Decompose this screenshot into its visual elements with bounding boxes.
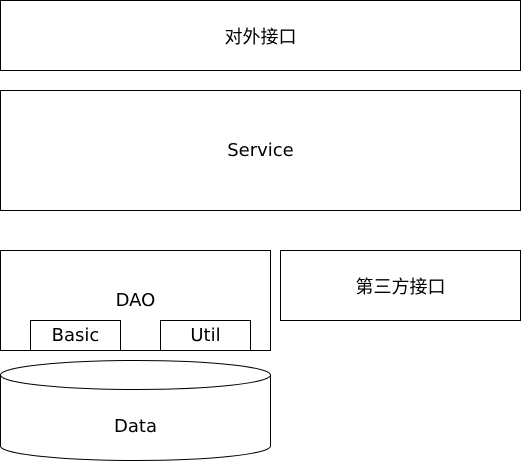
third-party-interface-label: 第三方接口 bbox=[355, 276, 446, 298]
cylinder-top bbox=[0, 360, 271, 390]
dao-module-basic: Basic bbox=[30, 320, 121, 351]
dao-module-util-label: Util bbox=[190, 325, 221, 346]
external-interface-layer: 对外接口 bbox=[0, 0, 521, 71]
third-party-interface-layer: 第三方接口 bbox=[280, 250, 521, 321]
service-layer: Service bbox=[0, 90, 521, 211]
dao-label: DAO bbox=[115, 290, 156, 311]
external-interface-label: 对外接口 bbox=[224, 26, 297, 48]
data-store-label: Data bbox=[114, 416, 157, 437]
dao-module-basic-label: Basic bbox=[51, 325, 100, 346]
service-label: Service bbox=[227, 140, 294, 161]
dao-module-util: Util bbox=[160, 320, 251, 351]
data-store-cylinder bbox=[0, 360, 271, 461]
